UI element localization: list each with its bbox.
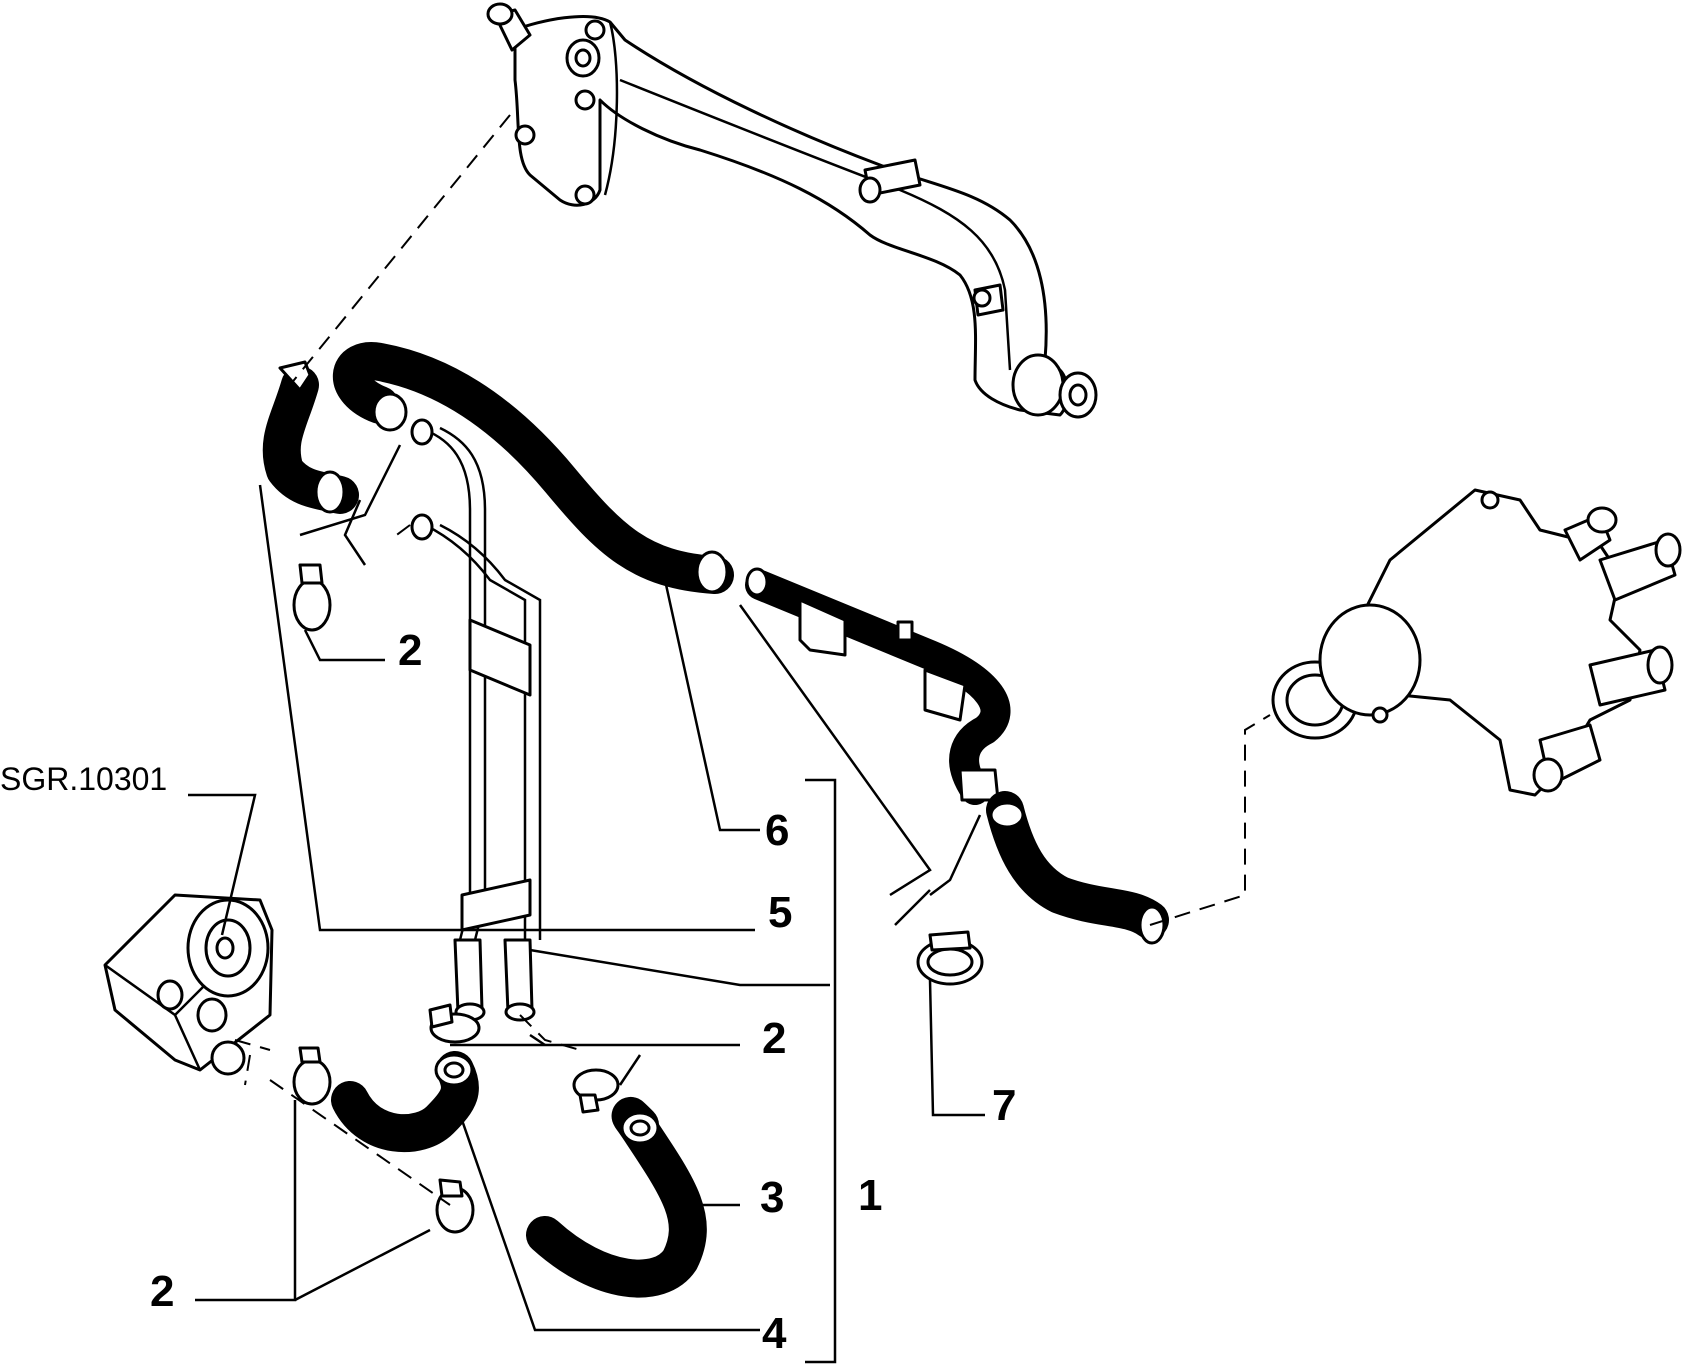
clamp-middle <box>428 1003 481 1044</box>
callout-5: 5 <box>768 888 792 937</box>
hose-5-upper-elbow <box>262 360 359 514</box>
twin-metal-pipes <box>410 418 542 1022</box>
hose-7-right-elbow <box>986 791 1169 945</box>
oil-cooler <box>103 893 274 1076</box>
clamp-upper-left <box>292 563 332 632</box>
callout-2-upper: 2 <box>398 626 422 675</box>
clamp-lower-left-2 <box>435 1178 475 1234</box>
hose-6-long <box>332 342 734 594</box>
hose-3-lower-u <box>526 1097 707 1298</box>
callout-2-lower: 2 <box>150 1267 174 1316</box>
callout-3: 3 <box>760 1173 784 1222</box>
callout-6: 6 <box>765 806 789 855</box>
callout-2-middle: 2 <box>762 1014 786 1063</box>
break-marks <box>299 444 982 926</box>
callout-1: 1 <box>858 1171 882 1220</box>
callout-7: 7 <box>992 1081 1016 1130</box>
assembly-lines <box>234 114 1271 1206</box>
water-manifold-pipe <box>486 2 1098 419</box>
clamp-right <box>916 930 984 986</box>
leader-lines <box>188 484 985 1364</box>
reference-code-label: SGR.10301 <box>0 761 167 797</box>
labels: SGR.10301 1 2 2 2 3 4 5 6 7 <box>0 626 1016 1358</box>
clamp-lower-left-1 <box>292 1046 332 1106</box>
callout-4: 4 <box>762 1309 787 1358</box>
bracket-metal-pipe <box>745 567 1011 805</box>
hose-4-lower-elbow <box>331 1051 479 1153</box>
thermostat-housing <box>1271 488 1682 797</box>
clamp-lower-mid <box>572 1068 620 1114</box>
hose-clamps <box>292 563 984 1234</box>
